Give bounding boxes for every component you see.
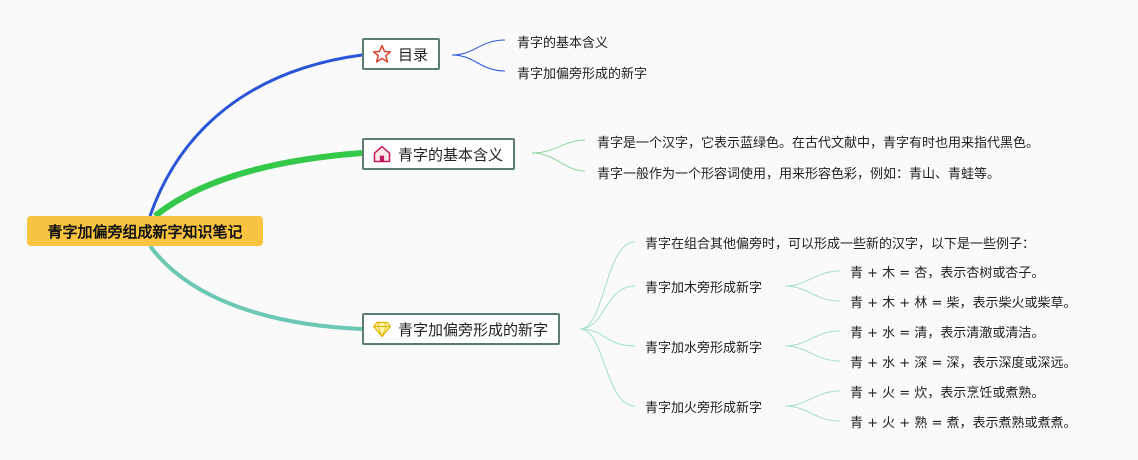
- diamond-icon: [372, 319, 392, 339]
- branch-new-chars-label: 青字加偏旁形成的新字: [398, 320, 549, 339]
- connector-root-new-chars: [148, 244, 363, 331]
- branch-meaning-label: 青字的基本含义: [398, 145, 504, 164]
- branch-meaning[interactable]: 青字的基本含义: [362, 138, 516, 170]
- example-item[interactable]: 青 + 木 + 林 = 柴，表示柴火或柴草。: [850, 295, 1077, 311]
- example-item[interactable]: 青 + 水 + 深 = 深，表示深度或深远。: [850, 355, 1077, 371]
- branch-toc-label: 目录: [398, 45, 429, 64]
- house-icon: [372, 144, 392, 164]
- meaning-item[interactable]: 青字一般作为一个形容词使用，用来形容色彩，例如：青山、青蛙等。: [597, 166, 1001, 182]
- example-item[interactable]: 青 + 木 = 杏，表示杏树或杏子。: [850, 265, 1045, 281]
- star-icon: [372, 44, 392, 64]
- meaning-item[interactable]: 青字是一个汉字，它表示蓝绿色。在古代文献中，青字有时也用来指代黑色。: [597, 135, 1040, 151]
- connector-new-wood: [579, 285, 636, 330]
- connector-new-water: [579, 328, 636, 347]
- branch-toc[interactable]: 目录: [362, 38, 441, 70]
- connector-toc-2: [451, 54, 506, 72]
- new-chars-intro[interactable]: 青字在组合其他偏旁时，可以形成一些新的汉字，以下是一些例子：: [645, 236, 1036, 252]
- root-node[interactable]: 青字加偏旁组成新字知识笔记: [27, 216, 263, 246]
- example-item[interactable]: 青 + 火 + 熟 = 煮，表示煮熟或煮煮。: [850, 415, 1077, 431]
- connector-meaning-2: [531, 152, 586, 172]
- toc-item[interactable]: 青字加偏旁形成的新字: [517, 66, 648, 82]
- connector-new-intro: [579, 241, 636, 330]
- toc-item[interactable]: 青字的基本含义: [517, 35, 609, 51]
- example-item[interactable]: 青 + 火 = 炊，表示烹饪或煮熟。: [850, 385, 1045, 401]
- group-fire[interactable]: 青字加火旁形成新字: [645, 400, 763, 416]
- branch-new-chars[interactable]: 青字加偏旁形成的新字: [362, 313, 561, 345]
- connector-toc-1: [451, 39, 506, 56]
- group-water[interactable]: 青字加水旁形成新字: [645, 340, 763, 356]
- connector-root-toc: [148, 53, 363, 217]
- example-item[interactable]: 青 + 水 = 清，表示清澈或清洁。: [850, 325, 1045, 341]
- connector-meaning-1: [531, 139, 586, 154]
- connector-root-meaning: [153, 150, 363, 219]
- group-wood[interactable]: 青字加木旁形成新字: [645, 280, 763, 296]
- connector-new-fire: [579, 328, 636, 407]
- root-label: 青字加偏旁组成新字知识笔记: [47, 222, 243, 241]
